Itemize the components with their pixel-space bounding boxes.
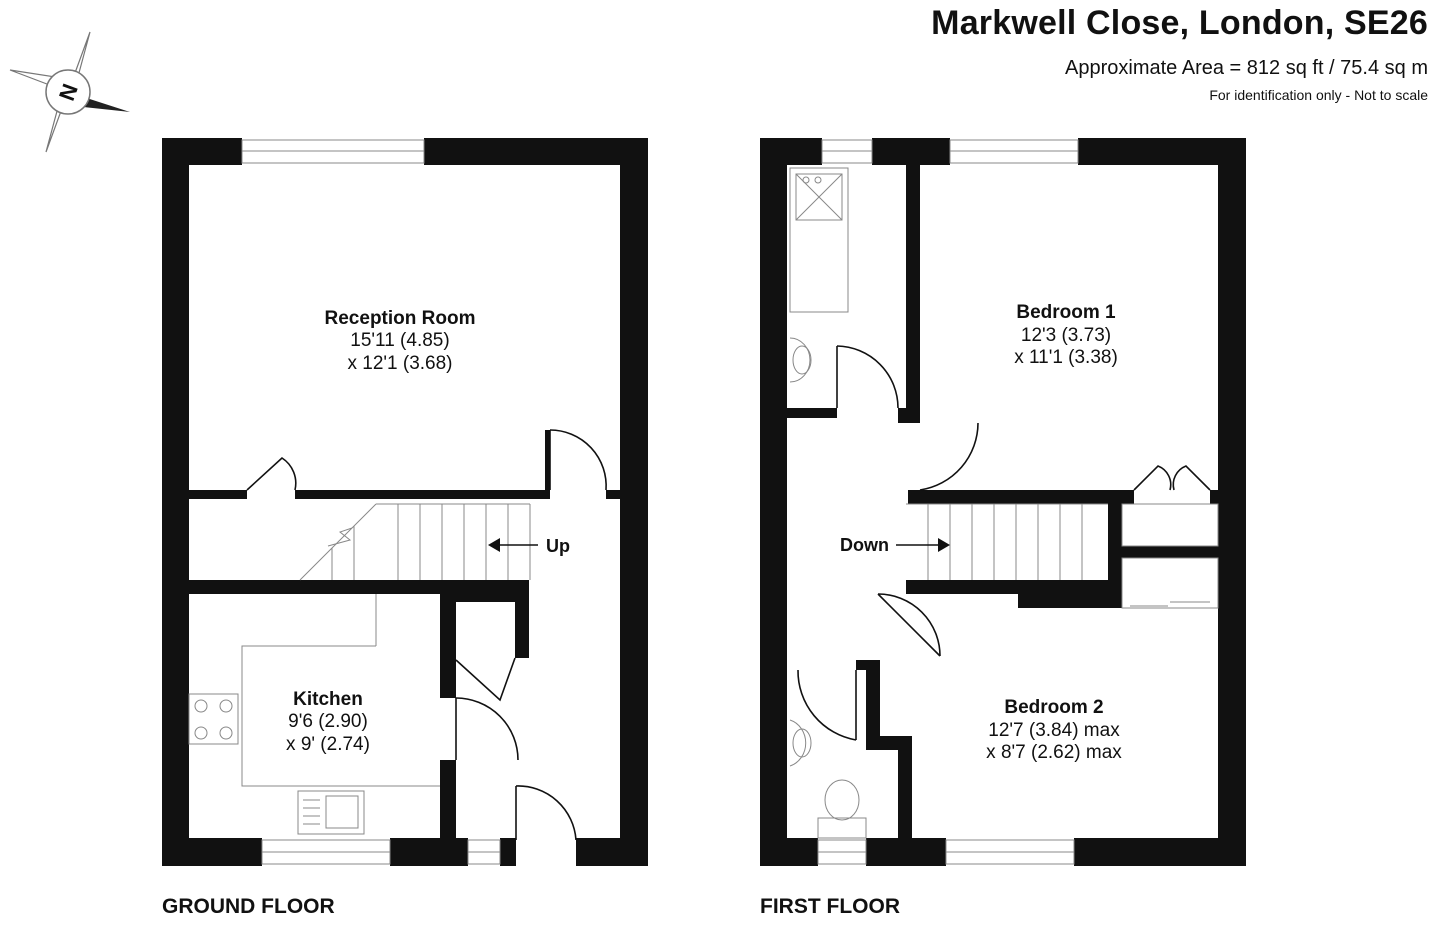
stairs-down-label: Down [840, 535, 889, 555]
ground-floor-walls [162, 138, 648, 866]
ground-floor-stairs [299, 503, 531, 646]
room-dim-reception-2: x 12'1 (3.68) [347, 353, 452, 374]
room-dim-kitchen-2: x 9' (2.74) [286, 734, 370, 755]
ground-floor-label: GROUND FLOOR [162, 895, 335, 918]
first-floor-label: FIRST FLOOR [760, 895, 900, 918]
first-floor-windows [817, 139, 1079, 865]
room-name-bedroom-1: Bedroom 1 [1016, 302, 1116, 323]
room-name-kitchen: Kitchen [293, 689, 363, 710]
down-arrow-icon [896, 538, 950, 552]
room-dim-bedroom-1-1: 12'3 (3.73) [1021, 325, 1111, 346]
up-arrow-icon [488, 538, 538, 552]
room-dim-reception-1: 15'11 (4.85) [350, 330, 449, 351]
first-floor-doors [797, 345, 1211, 741]
scale-disclaimer: For identification only - Not to scale [1209, 87, 1428, 103]
first-floor-fixtures [789, 167, 1219, 839]
kitchen-fittings [188, 645, 440, 835]
approximate-area: Approximate Area = 812 sq ft / 75.4 sq m [1065, 57, 1428, 79]
room-name-reception: Reception Room [325, 308, 476, 329]
room-dim-bedroom-1-2: x 11'1 (3.38) [1014, 347, 1118, 368]
ground-floor-doors [246, 429, 607, 841]
room-dim-bedroom-2-2: x 8'7 (2.62) max [986, 742, 1122, 763]
room-dim-bedroom-2-1: 12'7 (3.84) max [988, 720, 1120, 741]
room-name-bedroom-2: Bedroom 2 [1004, 697, 1103, 718]
stairs-up-label: Up [546, 536, 570, 556]
first-floor-stairs [906, 503, 1108, 580]
ground-floor-windows [241, 139, 501, 865]
first-floor-walls [760, 138, 1246, 866]
compass-icon: N [9, 31, 130, 153]
room-dim-kitchen-1: 9'6 (2.90) [288, 711, 368, 732]
first-floor-plan: Down Bedroom 1 12'3 (3.73) x 11'1 (3.38)… [760, 138, 1246, 866]
property-title: Markwell Close, London, SE26 [931, 4, 1428, 42]
ground-floor-plan: Up Reception Room 15'11 (4.85) x 12'1 (3… [162, 138, 648, 866]
